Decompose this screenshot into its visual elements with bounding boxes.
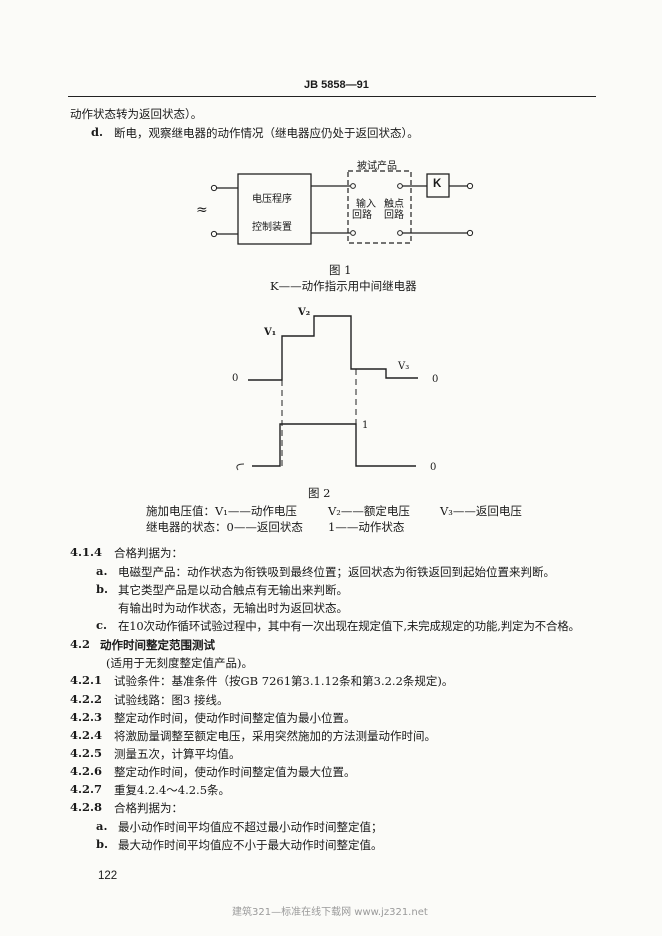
item-4-2-8-text: 合格判据为： <box>114 801 183 815</box>
intro-continuation: 动作状态转为返回状态）。 <box>70 107 203 121</box>
item-d-text: 断电，观察继电器的动作情况（继电器应仍处于返回状态）。 <box>114 126 419 140</box>
criteria-a-label: a. <box>96 819 108 833</box>
zero-left-label: 0 <box>232 373 239 384</box>
item-4-2-5-number: 4.2.5 <box>70 746 103 760</box>
v1-label: V₁ <box>264 327 277 338</box>
legend-v3: V₃——返回电压 <box>440 504 522 518</box>
criteria-a-text: 最小动作时间平均值应不超过最小动作时间整定值； <box>118 820 383 834</box>
control-device-box <box>237 173 312 245</box>
criteria-b-text: 最大动作时间平均值应不小于最大动作时间整定值。 <box>118 838 383 852</box>
item-b-label: b. <box>96 582 109 596</box>
item-a-label: a. <box>96 564 108 578</box>
figure-2-caption: 图 2 <box>308 486 331 500</box>
ac-terminal-top <box>210 184 218 192</box>
item-b-text: 其它类型产品是以动合触点有无输出来判断。 <box>118 583 348 597</box>
item-b-text-2: 有输出时为动作状态，无输出时为返回状态。 <box>118 601 348 615</box>
item-4-2-3-number: 4.2.3 <box>70 710 103 724</box>
legend-v1: 施加电压值：V₁——动作电压 <box>146 504 297 518</box>
section-4-1-4-title: 合格判据为： <box>114 546 183 560</box>
control-device-label-2: 控制装置 <box>252 222 292 233</box>
zero-top-right-label: 0 <box>432 374 439 385</box>
contact-circuit-label-1: 触点 <box>384 199 404 210</box>
criteria-b-label: b. <box>96 837 109 851</box>
item-4-2-7-number: 4.2.7 <box>70 782 103 796</box>
section-4-2-note: (适用于无刻度整定值产品)。 <box>106 656 253 670</box>
item-4-2-7-text: 重复4.2.4～4.2.5条。 <box>114 783 231 797</box>
item-d-label: d. <box>91 125 104 139</box>
input-circuit-label-2: 回路 <box>352 210 372 221</box>
item-4-2-6-text: 整定动作时间，使动作时间整定值为最大位置。 <box>114 765 356 779</box>
item-4-2-8-number: 4.2.8 <box>70 800 103 814</box>
item-4-2-2-text: 试验线路：图3 接线。 <box>114 693 229 707</box>
voltage-waveform <box>248 315 418 381</box>
figure-1-note: K——动作指示用中间继电器 <box>270 279 417 293</box>
ac-source-symbol: ≈ <box>196 202 208 218</box>
v3-label: V₃ <box>398 361 410 372</box>
legend-v2: V₂——额定电压 <box>328 504 410 518</box>
contact-circuit-label-2: 回路 <box>384 210 404 221</box>
item-4-2-3-text: 整定动作时间，使动作时间整定值为最小位置。 <box>114 711 356 725</box>
relay-state-waveform <box>252 423 416 467</box>
v2-label: V₂ <box>298 307 311 318</box>
zero-bottom-right-label: 0 <box>430 462 437 473</box>
item-a-text: 电磁型产品：动作状态为衔铁吸到最终位置；返回状态为衔铁返回到起始位置来判断。 <box>118 565 555 579</box>
watermark-text: 建筑321—标准在线下载网 www.jz321.net <box>232 907 428 918</box>
item-c-text: 在10次动作循环试验过程中，其中有一次出现在规定值下,未完成规定的功能,判定为不… <box>118 619 580 633</box>
state-one-label: 1 <box>362 420 369 431</box>
page-number: 122 <box>98 870 118 882</box>
item-4-2-5-text: 测量五次，计算平均值。 <box>114 747 241 761</box>
control-device-label-1: 电压程序 <box>252 194 292 205</box>
section-4-2-title: 动作时间整定范围测试 <box>100 638 215 652</box>
fig1-product-title: 被试产品 <box>357 161 397 172</box>
ac-terminal-bottom <box>210 230 218 238</box>
section-4-1-4-number: 4.1.4 <box>70 545 103 559</box>
legend-state-1: 1——动作状态 <box>328 520 405 534</box>
standard-number: JB 5858—91 <box>304 79 369 91</box>
legend-state-0: 继电器的状态：0——返回状态 <box>146 520 303 534</box>
figure-1-caption: 图 1 <box>329 263 352 277</box>
item-4-2-6-number: 4.2.6 <box>70 764 103 778</box>
input-circuit-label-1: 输入 <box>356 199 376 210</box>
item-4-2-4-text: 将激励量调整至额定电压，采用突然施加的方法测量动作时间。 <box>114 729 436 743</box>
section-4-2-number: 4.2 <box>70 637 91 651</box>
item-c-label: c. <box>96 618 108 632</box>
item-4-2-1-number: 4.2.1 <box>70 673 103 687</box>
relay-k-label: K <box>433 178 442 190</box>
header-rule <box>68 96 596 97</box>
item-4-2-4-number: 4.2.4 <box>70 728 103 742</box>
item-4-2-1-text: 试验条件：基准条件（按GB 7261第3.1.12条和第3.2.2条规定)。 <box>114 674 454 688</box>
item-4-2-2-number: 4.2.2 <box>70 692 103 706</box>
